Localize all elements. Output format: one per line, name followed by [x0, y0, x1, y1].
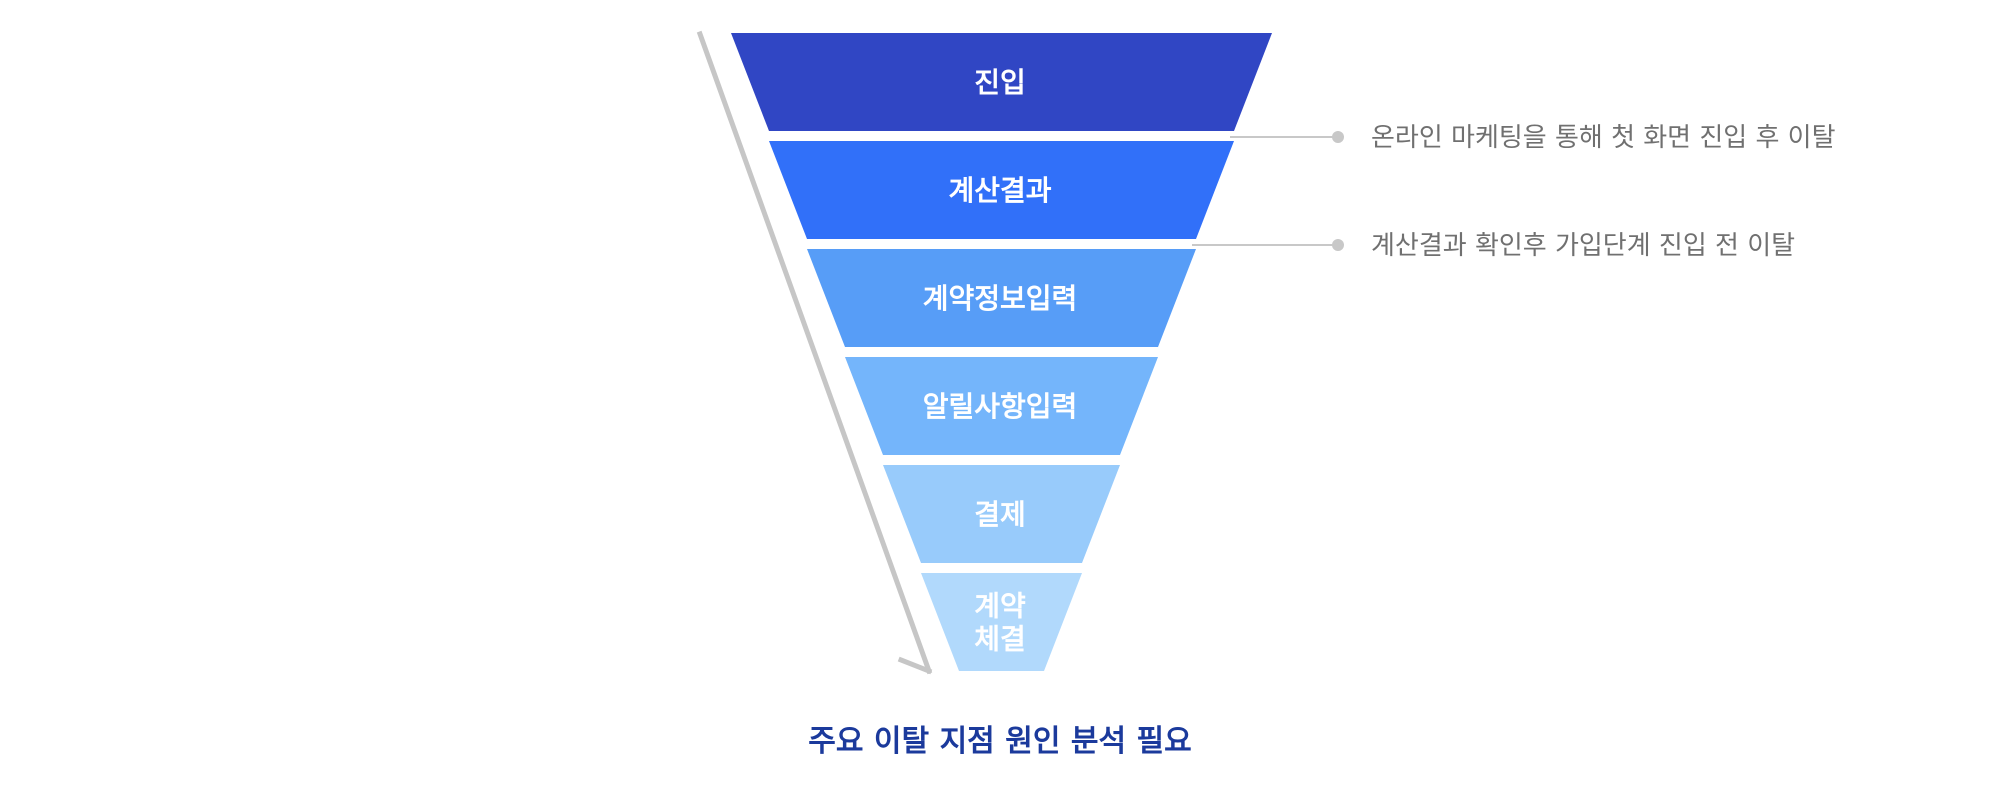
conclusion-caption: 주요 이탈 지점 원인 분석 필요	[808, 724, 1191, 759]
drop-off-annotation: 온라인 마케팅을 통해 첫 화면 진입 후 이탈	[1230, 123, 1836, 153]
funnel-stage-label: 계약정보입력	[923, 282, 1078, 315]
funnel-stage-band	[921, 573, 1082, 671]
funnel-stage: 결제	[883, 465, 1120, 563]
funnel-stage: 계산결과	[769, 141, 1234, 239]
funnel-stage-label: 진입	[974, 66, 1026, 99]
funnel-stage: 계약정보입력	[807, 249, 1196, 347]
funnel-stage: 알릴사항입력	[845, 357, 1158, 455]
funnel-stage-band	[731, 33, 1272, 131]
annotation-text: 계산결과 확인후 가입단계 진입 전 이탈	[1371, 231, 1795, 261]
funnel-stage-band	[807, 249, 1196, 347]
annotation-text: 온라인 마케팅을 통해 첫 화면 진입 후 이탈	[1371, 123, 1836, 153]
flow-arrow-head	[897, 656, 933, 675]
funnel-stage-band	[845, 357, 1158, 455]
flow-arrow	[696, 30, 933, 675]
flow-arrow-shaft	[696, 30, 933, 675]
drop-off-annotation: 계산결과 확인후 가입단계 진입 전 이탈	[1192, 231, 1795, 261]
funnel-stage-label: 계약	[974, 590, 1026, 623]
funnel-stage-label: 계산결과	[948, 174, 1051, 207]
funnel-stage-label: 체결	[974, 623, 1026, 656]
funnel-stage-band	[769, 141, 1234, 239]
annotation-dot	[1332, 131, 1344, 143]
funnel-stage-label: 알릴사항입력	[923, 390, 1078, 423]
annotation-dot	[1332, 239, 1344, 251]
funnel-stage: 진입	[731, 33, 1272, 131]
funnel-stage-band	[883, 465, 1120, 563]
funnel-stage-label: 결제	[974, 498, 1026, 531]
